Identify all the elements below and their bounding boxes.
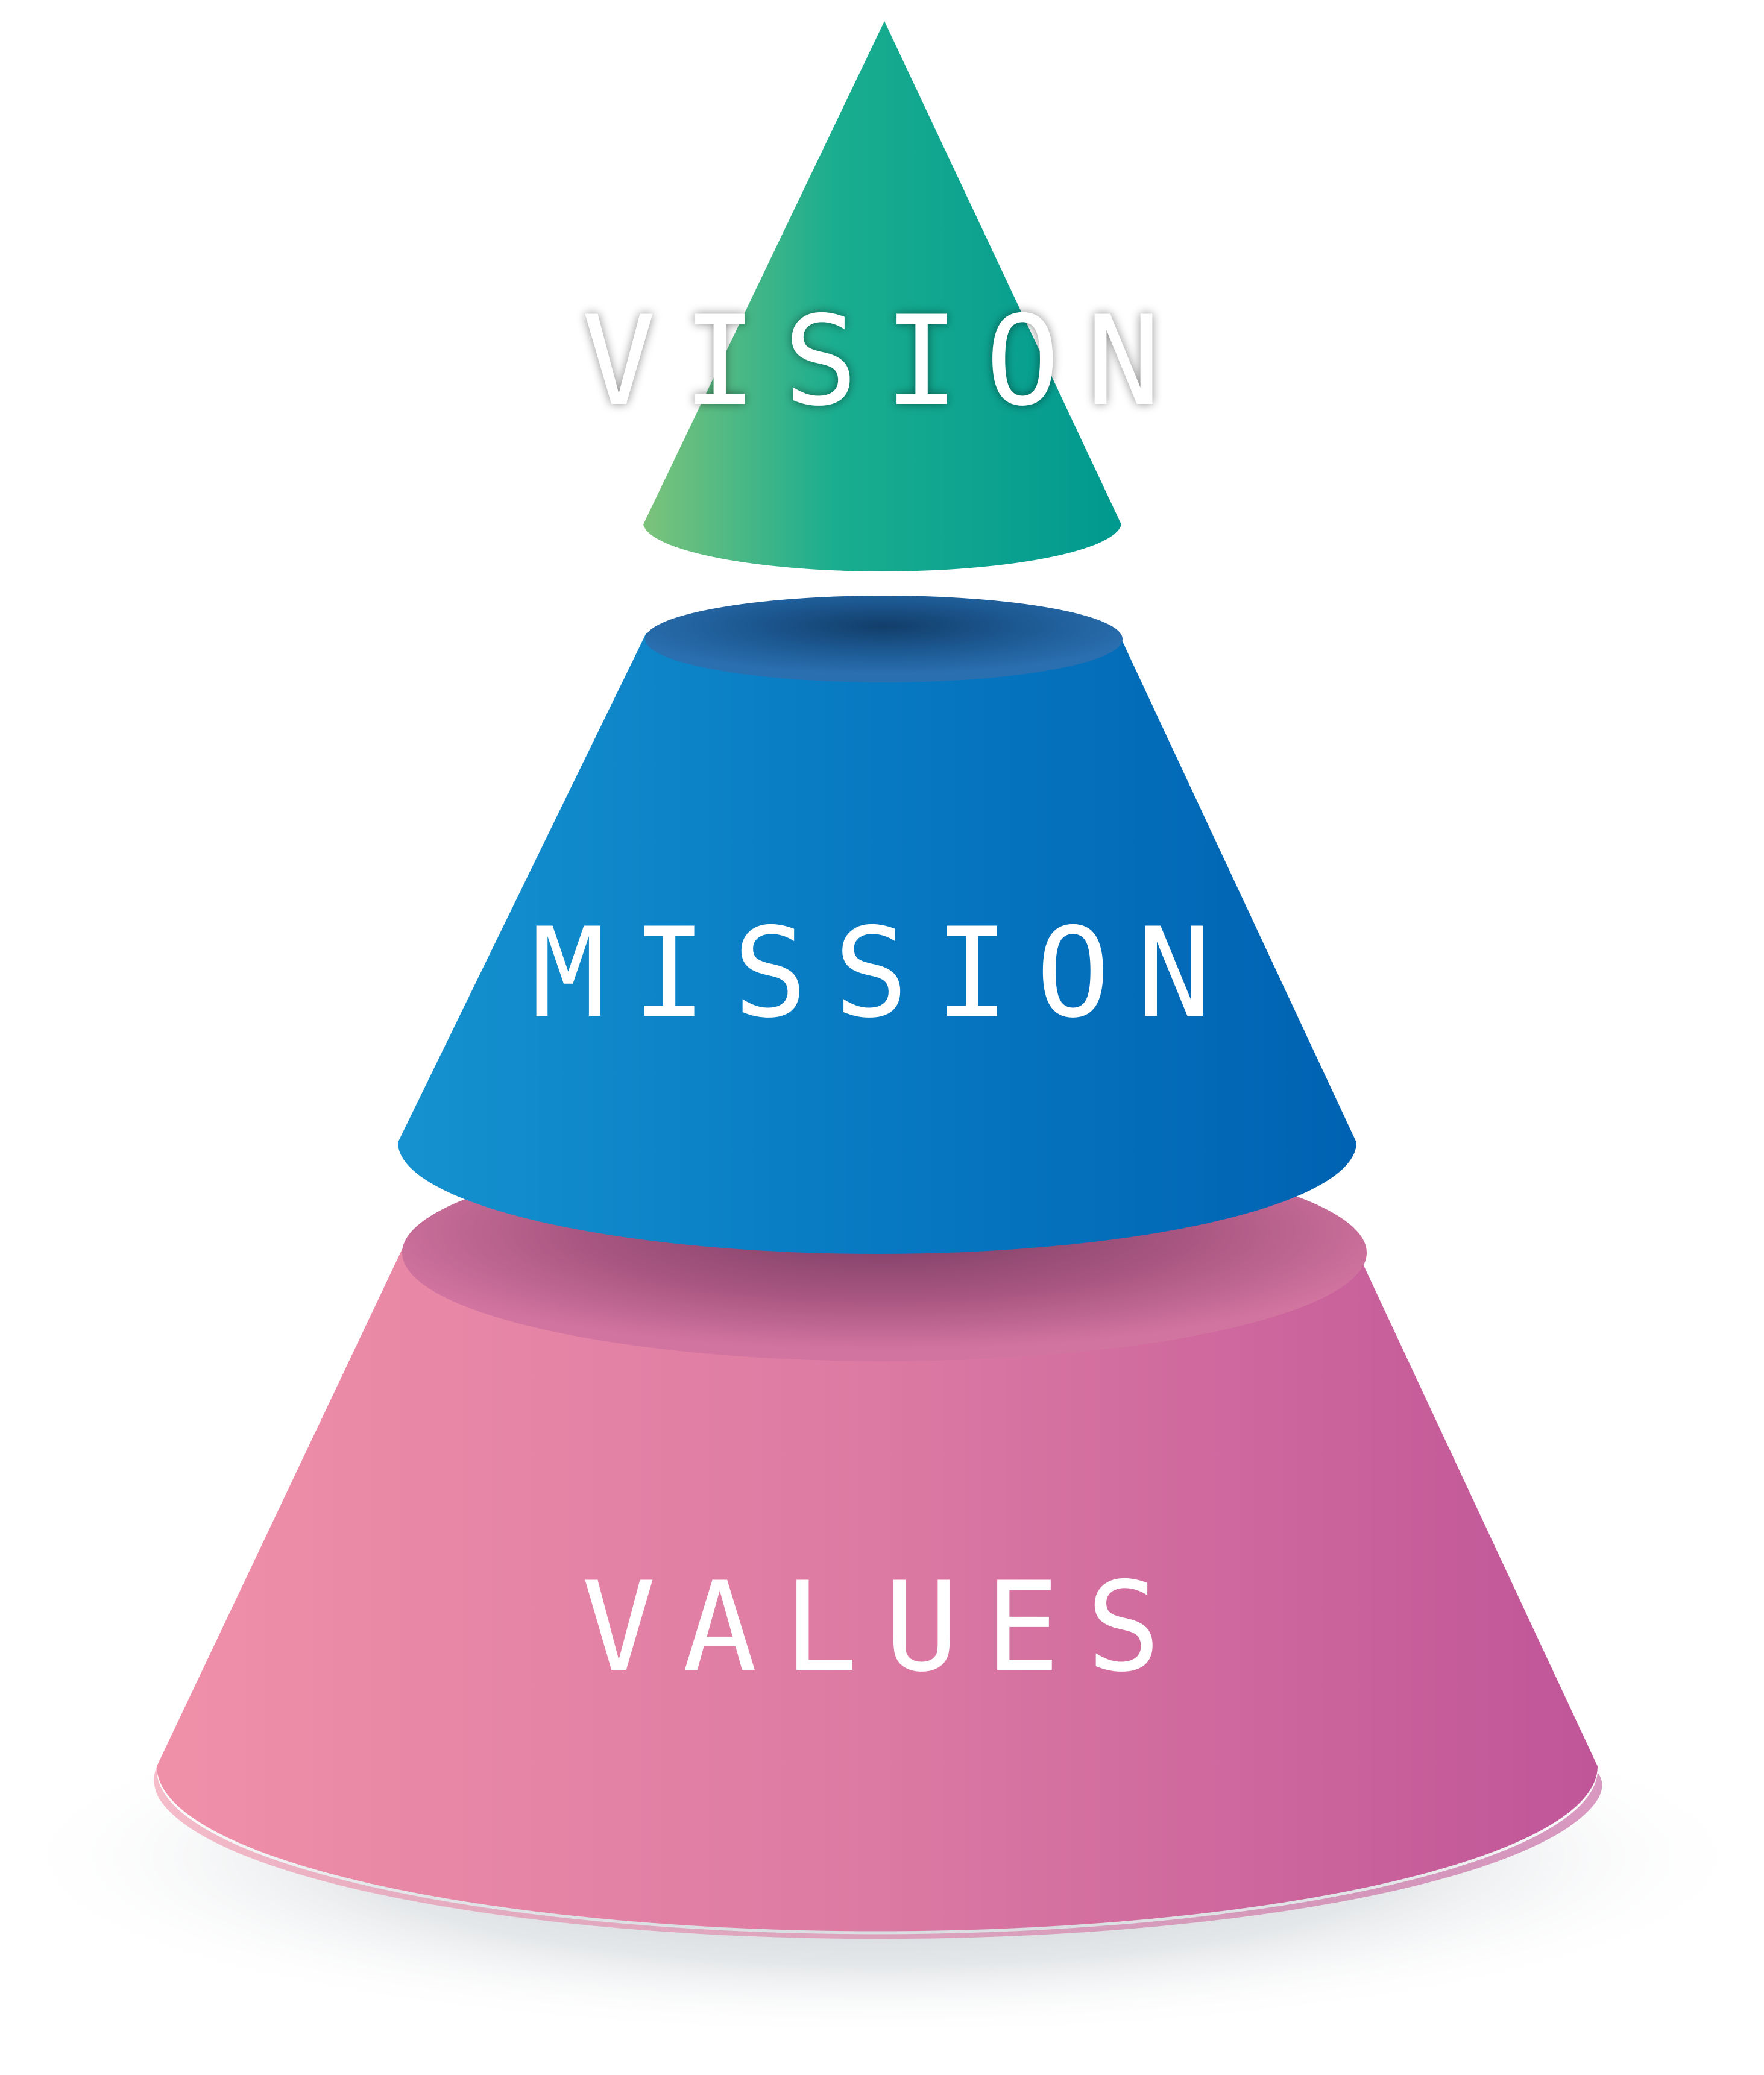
values-frustum-body	[157, 1248, 1598, 1932]
mission-label: MISSION	[531, 902, 1238, 1045]
mission-top-surface	[645, 596, 1123, 682]
values-tier	[154, 1144, 1602, 1939]
vision-tier	[643, 21, 1121, 571]
vision-cone-body	[643, 21, 1121, 571]
values-label: VALUES	[582, 1556, 1188, 1699]
mission-frustum-body	[398, 633, 1356, 1254]
vision-label: VISION	[582, 290, 1188, 433]
mission-tier	[398, 596, 1356, 1254]
